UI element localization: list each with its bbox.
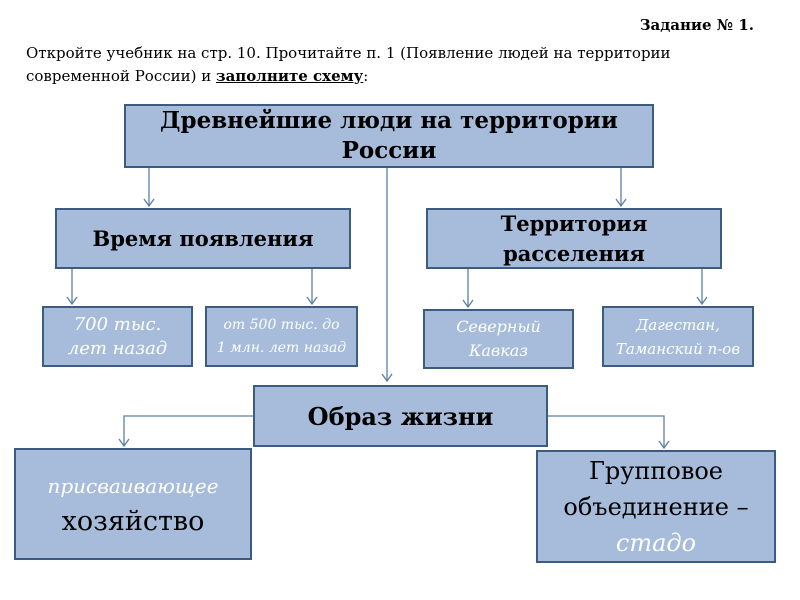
item-line1: Групповое [589,456,723,485]
time-item-700k: 700 тыс. лет назад [42,306,193,367]
time-label: Время появления [92,226,314,251]
territory-item-dagestan: Дагестан, Таманский п-ов [602,306,754,367]
instruction-link: заполните схему [216,67,364,85]
connector-lines [71,168,703,448]
lifestyle-box: Образ жизни [253,385,548,447]
instruction-body: Откройте учебник на стр. 10. Прочитайте … [26,44,671,85]
item-line1: присваивающее [47,474,219,498]
root-line1: Древнейшие люди на территории [160,107,618,134]
instruction-end: : [363,67,369,85]
item-line2: лет назад [67,337,168,359]
task-number: Задание № 1. [639,16,754,34]
lifestyle-item-group: Групповое объединение – стадо [536,450,776,563]
item-line1: 700 тыс. [73,313,162,335]
root-line2: России [341,137,437,164]
time-item-500k-1m: от 500 тыс. до 1 млн. лет назад [205,306,358,367]
territory-item-caucasus: Северный Кавказ [423,309,574,369]
territory-box: Территория расселения [426,208,722,269]
item-line2: хозяйство [61,506,205,537]
item-line2: Кавказ [468,341,529,360]
item-line2: 1 млн. лет назад [216,339,347,356]
arrowheads [66,198,708,450]
time-box: Время появления [55,208,351,269]
instruction-text: Откройте учебник на стр. 10. Прочитайте … [26,42,766,88]
item-line3: стадо [615,528,697,557]
lifestyle-label: Образ жизни [307,401,494,431]
item-line1: от 500 тыс. до [223,316,340,333]
root-box: Древнейшие люди на территории России [124,104,654,168]
territory-line2: расселения [503,240,645,266]
item-line2: объединение – [563,492,749,521]
item-line1: Дагестан, [636,315,720,334]
item-line1: Северный [456,317,541,336]
item-line2: Таманский п-ов [615,339,741,358]
lifestyle-item-economy: присваивающее хозяйство [14,448,252,560]
territory-line1: Территория [500,210,648,236]
